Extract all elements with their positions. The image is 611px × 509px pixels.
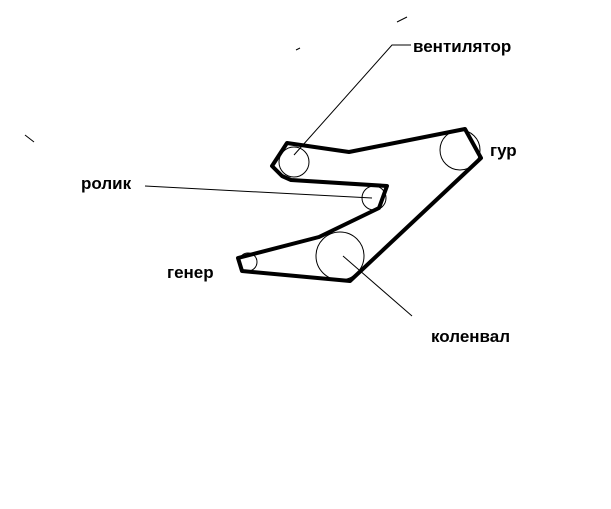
crankshaft-pulley: [315, 231, 365, 281]
stray-mark: [295, 47, 301, 51]
power-steering-pulley: [439, 129, 481, 171]
idler-label: ролик: [81, 174, 132, 193]
idler-leader-line: [144, 185, 373, 199]
fan-leader-line: [293, 44, 411, 156]
drive-belt: [236, 127, 483, 283]
crankshaft-label: коленвал: [431, 327, 510, 346]
idler-pulley: [361, 185, 387, 211]
alternator-pulley: [238, 252, 258, 272]
crankshaft-leader-line: [342, 255, 413, 317]
stray-mark: [396, 16, 408, 23]
alternator-label: генер: [167, 263, 214, 282]
stray-mark: [24, 134, 35, 143]
fan-label: вентилятор: [413, 37, 511, 56]
fan-pulley: [278, 146, 310, 178]
power-steering-label: гур: [490, 141, 517, 160]
